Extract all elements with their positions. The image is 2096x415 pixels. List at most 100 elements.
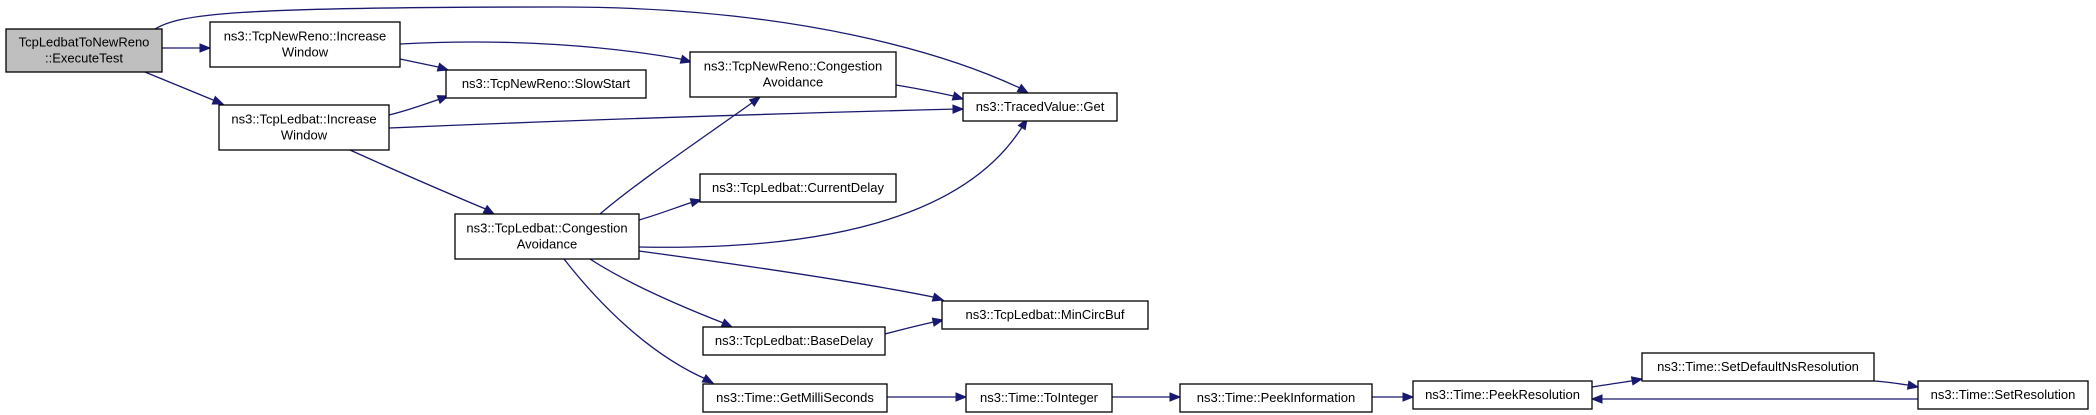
edge-ledbat_congestion-to-ledbat_mincircbuf [638, 250, 945, 302]
node-box[interactable] [702, 383, 888, 413]
node-label: ns3::Time::PeekResolution [1425, 387, 1580, 402]
node-time-peekinformation[interactable]: ns3::Time::PeekInformation [1179, 383, 1373, 413]
node-label: ns3::Time::SetResolution [1931, 387, 2076, 402]
node-box[interactable] [702, 326, 886, 356]
edge-line [599, 99, 757, 215]
node-time-setresolution[interactable]: ns3::Time::SetResolution [1917, 380, 2089, 410]
node-label: TcpLedbatToNewReno [19, 35, 150, 50]
node-box[interactable] [962, 92, 1118, 122]
edge-line [884, 320, 939, 335]
arrowhead [1169, 392, 1182, 402]
arrowhead [211, 95, 225, 105]
node-tracedvalue-get[interactable]: ns3::TracedValue::Get [962, 92, 1118, 122]
edge-ledbat_congestion-to-time_getmilliseconds [563, 258, 715, 384]
node-box[interactable] [965, 383, 1113, 413]
edge-ledbat_increase-to-tracedvalue_get [388, 104, 965, 129]
edge-line [388, 108, 959, 129]
arrowhead [199, 43, 212, 53]
arrowhead [1402, 392, 1415, 402]
arrowhead [701, 373, 715, 384]
arrowhead [482, 204, 496, 215]
node-time-peekresolution[interactable]: ns3::Time::PeekResolution [1412, 380, 1593, 410]
arrowhead [955, 392, 968, 402]
edge-newreno_congestion-to-tracedvalue_get [895, 84, 965, 101]
node-label: ns3::TcpLedbat::Congestion [466, 221, 627, 236]
arrowhead [931, 292, 945, 302]
node-box[interactable] [1917, 380, 2089, 410]
node-label: ns3::TcpLedbat::CurrentDelay [712, 180, 884, 195]
node-box[interactable] [689, 51, 897, 98]
arrowhead [720, 318, 734, 328]
node-execute-test[interactable]: TcpLedbatToNewReno::ExecuteTest [5, 28, 163, 73]
edge-ledbat_congestion-to-newreno_congestion [599, 96, 762, 215]
arrowhead [1630, 376, 1644, 386]
edge-line [638, 123, 1025, 248]
node-box[interactable] [454, 213, 640, 260]
node-label: ns3::TcpNewReno::SlowStart [462, 76, 631, 91]
arrowhead [1016, 83, 1030, 94]
node-time-getmilliseconds[interactable]: ns3::Time::GetMilliSeconds [702, 383, 888, 413]
edge-execute_test-to-newreno_increase [162, 43, 212, 53]
edge-line [589, 258, 727, 325]
edge-time_peekinformation-to-time_peekresolution [1372, 392, 1415, 402]
edge-ledbat_congestion-to-ledbat_basedelay [589, 258, 734, 328]
node-newreno-slowstart[interactable]: ns3::TcpNewReno::SlowStart [445, 69, 647, 99]
edge-time_getmilliseconds-to-time_tointeger [887, 392, 968, 402]
node-label: ns3::TcpLedbat::MinCircBuf [966, 307, 1125, 322]
edge-line [349, 149, 489, 211]
edge-line [399, 58, 444, 69]
node-box[interactable] [1641, 352, 1875, 382]
node-box[interactable] [1179, 383, 1373, 413]
node-label: ns3::TcpNewReno::Increase [224, 29, 387, 44]
node-ledbat-currentdelay[interactable]: ns3::TcpLedbat::CurrentDelay [699, 173, 897, 203]
edge-line [638, 250, 939, 299]
node-time-tointeger[interactable]: ns3::Time::ToInteger [965, 383, 1113, 413]
edge-execute_test-to-tracedvalue_get [154, 6, 1030, 94]
edge-line [399, 41, 687, 61]
edge-time_tointeger-to-time_peekinformation [1112, 392, 1182, 402]
arrowhead [951, 91, 965, 101]
node-layer: TcpLedbatToNewReno::ExecuteTestns3::TcpN… [5, 21, 2089, 413]
node-label: Avoidance [763, 75, 823, 90]
edge-ledbat_congestion-to-ledbat_currentdelay [638, 198, 703, 221]
node-box[interactable] [5, 28, 163, 73]
arrowhead [931, 317, 945, 327]
arrowhead [1590, 394, 1603, 404]
edge-ledbat_increase-to-newreno_slowstart [388, 95, 450, 116]
node-label: ns3::Time::GetMilliSeconds [716, 390, 874, 405]
arrowhead [689, 198, 703, 208]
node-ledbat-basedelay[interactable]: ns3::TcpLedbat::BaseDelay [702, 326, 886, 356]
node-box[interactable] [209, 21, 401, 68]
edge-line [563, 258, 709, 381]
node-box[interactable] [1412, 380, 1593, 410]
node-box[interactable] [218, 104, 390, 151]
node-label: Window [281, 128, 328, 143]
node-ledbat-mincircbuf[interactable]: ns3::TcpLedbat::MinCircBuf [941, 300, 1149, 330]
node-label: ns3::Time::ToInteger [980, 390, 1099, 405]
edge-line [154, 6, 1023, 90]
node-box[interactable] [699, 173, 897, 203]
arrowhead [679, 54, 693, 64]
node-label: ns3::TracedValue::Get [976, 99, 1105, 114]
node-label: Avoidance [517, 237, 577, 252]
node-label: ::ExecuteTest [45, 51, 123, 66]
edge-line [144, 71, 219, 103]
arrowhead [748, 96, 762, 108]
edge-ledbat_increase-to-ledbat_congestion [349, 149, 496, 215]
node-label: ns3::Time::PeekInformation [1197, 390, 1355, 405]
edge-line [638, 200, 697, 221]
node-time-setdefaultns[interactable]: ns3::Time::SetDefaultNsResolution [1641, 352, 1875, 382]
edge-newreno_increase-to-newreno_slowstart [399, 58, 450, 72]
node-box[interactable] [941, 300, 1149, 330]
edge-time_setresolution-to-time_peekresolution [1590, 394, 1918, 404]
edge-ledbat_basedelay-to-ledbat_mincircbuf [884, 317, 945, 335]
edge-ledbat_congestion-to-tracedvalue_get [638, 117, 1028, 248]
node-label: Window [282, 45, 329, 60]
node-box[interactable] [445, 69, 647, 99]
edge-execute_test-to-ledbat_increase [144, 71, 225, 105]
arrowhead [1017, 117, 1028, 131]
